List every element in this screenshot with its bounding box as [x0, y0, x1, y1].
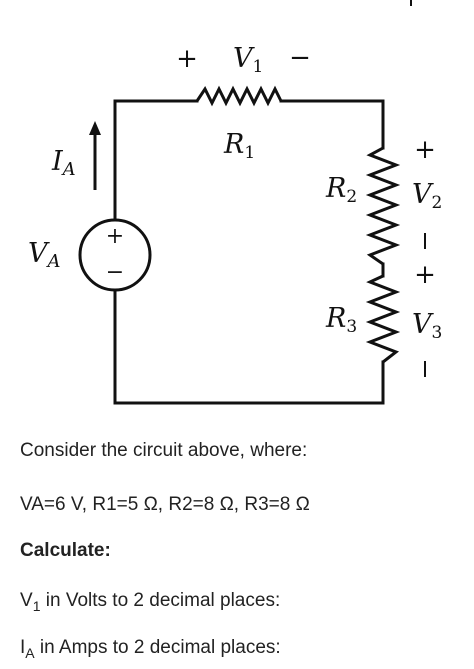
v1-minus-sign: −	[289, 43, 311, 73]
question-ia-rest: in Amps to 2 decimal places:	[34, 637, 281, 658]
r3-label-sub: 3	[346, 317, 357, 337]
circuit-diagram: + − + V1 − R1 R2 R3 + V2 + V3 IA VA	[28, 0, 442, 405]
v2-label: V2	[412, 179, 442, 213]
resistor-r3	[365, 274, 401, 364]
v2-label-main: V	[412, 179, 434, 210]
r1-label-main: R	[223, 129, 244, 160]
va-label-sub: A	[46, 251, 61, 272]
r2-label-sub: 2	[346, 187, 357, 207]
question-v1: V1 in Volts to 2 decimal places:	[20, 590, 281, 614]
resistor-r2	[365, 146, 401, 266]
resistor-r1	[195, 85, 283, 107]
r2-label-main: R	[325, 173, 346, 204]
v3-plus-sign: +	[414, 260, 436, 290]
v3-label-main: V	[412, 309, 434, 340]
question-ia-sub: A	[25, 645, 35, 661]
v1-plus-sign: +	[176, 44, 198, 74]
v1-label-sub: 1	[253, 57, 264, 77]
question-ia: IA in Amps to 2 decimal places:	[20, 637, 281, 661]
v2-plus-sign: +	[414, 135, 436, 165]
ia-label: IA	[51, 146, 76, 180]
r3-label-main: R	[325, 303, 346, 334]
question-v1-main: V	[20, 590, 33, 611]
v1-label: V1	[233, 43, 263, 77]
question-ia-main: I	[20, 637, 26, 658]
v3-label: V3	[412, 309, 442, 343]
va-label: VA	[28, 238, 61, 272]
intro-text: Consider the circuit above, where:	[20, 440, 308, 461]
calculate-heading: Calculate:	[20, 540, 111, 561]
wire-bottom	[113, 288, 385, 405]
voltage-source	[78, 218, 152, 292]
va-label-main: V	[28, 238, 50, 269]
question-v1-rest: in Volts to 2 decimal places:	[40, 590, 281, 611]
wire-top-right	[279, 99, 385, 150]
current-arrow-head	[89, 121, 101, 135]
r3-label: R3	[325, 303, 357, 337]
source-plus-sign: +	[106, 224, 124, 249]
r2-label: R2	[325, 173, 357, 207]
ia-label-main: I	[51, 146, 64, 177]
ia-label-sub: A	[61, 159, 76, 180]
v2-label-sub: 2	[432, 193, 443, 213]
v3-label-sub: 3	[432, 323, 443, 343]
question-v1-sub: 1	[32, 598, 41, 614]
source-minus-sign: −	[106, 260, 124, 285]
given-values: VA=6 V, R1=5 Ω, R2=8 Ω, R3=8 Ω	[20, 494, 310, 515]
v1-label-main: V	[233, 43, 255, 74]
wire-top-left	[113, 99, 199, 222]
r1-label: R1	[223, 129, 255, 163]
r1-label-sub: 1	[244, 143, 255, 163]
